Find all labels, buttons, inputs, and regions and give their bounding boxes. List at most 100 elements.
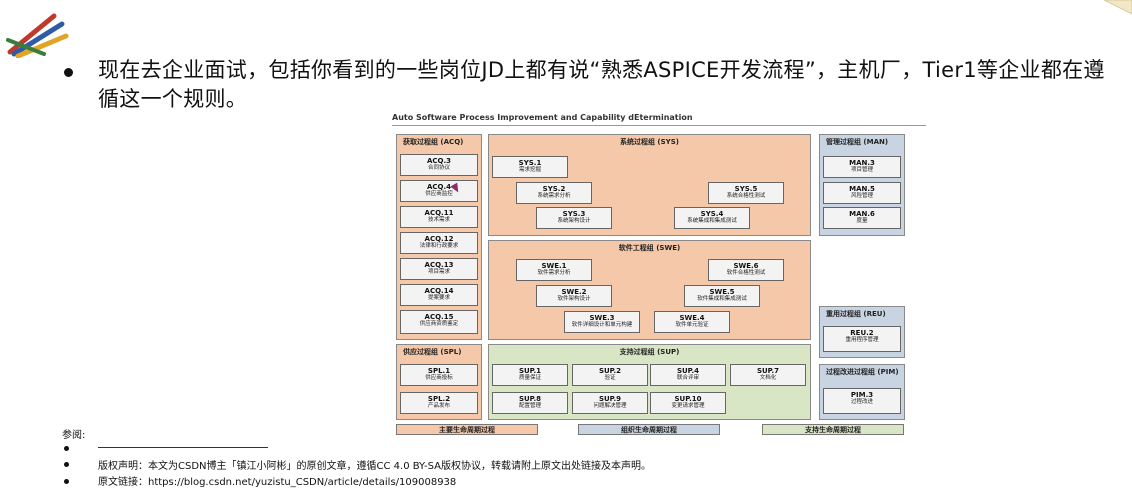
bullet: [64, 479, 69, 484]
process-name: 过程改进: [850, 399, 873, 405]
process-name: 软件架构设计: [557, 296, 591, 302]
process-name: 文档化: [759, 375, 777, 381]
supporting-lifecycle-bar: 支持生命周期过程: [762, 424, 904, 435]
process-name: 产品发布: [427, 403, 450, 409]
process-name: 系统集成和集成测试: [687, 218, 737, 224]
process-id: SPL.2: [427, 395, 451, 403]
process-name: 法律和行政要求: [419, 243, 459, 249]
process-id: ACQ.13: [424, 261, 454, 269]
process-id: ACQ.11: [424, 209, 454, 217]
process-name: 供应商监控: [425, 191, 453, 197]
process-id: SUP.7: [756, 367, 780, 375]
process-name: 问题解决管理: [593, 403, 627, 409]
process-name: 软件需求分析: [537, 270, 571, 276]
process-name: 项目需求: [427, 269, 450, 275]
process-id: ACQ.4: [426, 183, 452, 191]
process-id: SUP.8: [518, 395, 542, 403]
process-name: 需求挖掘: [518, 167, 541, 173]
process-id: SWE.6: [733, 262, 759, 270]
process-id: SUP.2: [598, 367, 622, 375]
copyright-notice: 版权声明：本文为CSDN博主「镇江小阿彬」的原创文章，遵循CC 4.0 BY-S…: [98, 461, 651, 472]
process-id: PIM.3: [850, 391, 874, 399]
page-corner-icon: [1104, 0, 1132, 14]
swe-group-title: 软件工程组 (SWE): [618, 244, 681, 252]
process-name: 联合评审: [676, 375, 699, 381]
process-id: REU.2: [850, 329, 874, 337]
process-id: SUP.4: [676, 367, 700, 375]
process-id: SWE.3: [589, 314, 615, 322]
process-name: 软件集成和集成测试: [697, 296, 747, 302]
process-id: SWE.2: [561, 288, 587, 296]
sup-group-title: 支持过程组 (SUP): [619, 348, 680, 356]
process-name: 度量: [856, 218, 868, 224]
process-name: 软件详细设计和单元构建: [571, 322, 633, 328]
process-id: SWE.1: [541, 262, 567, 270]
process-id: SYS.5: [734, 185, 758, 193]
process-id: MAN.6: [849, 210, 875, 218]
process-name: 提案要求: [427, 295, 450, 301]
process-name: 合同协议: [427, 165, 450, 171]
reu-group-title: 重用过程组 (REU): [826, 310, 886, 318]
process-name: 系统架构设计: [557, 218, 591, 224]
process-name: 系统需求分析: [537, 193, 571, 199]
process-id: SYS.2: [542, 185, 566, 193]
process-id: SUP.1: [518, 367, 542, 375]
process-name: 供应商投标: [425, 375, 453, 381]
process-name: 质量保证: [518, 375, 541, 381]
process-id: SUP.10: [674, 395, 702, 403]
bullet: [64, 446, 69, 451]
process-id: SYS.4: [700, 210, 724, 218]
spl-group-title: 供应过程组 (SPL): [403, 348, 462, 356]
bullet: [64, 68, 73, 77]
process-name: 软件合格性测试: [726, 270, 766, 276]
process-name: 系统合格性测试: [726, 193, 766, 199]
process-name: 供应商资质鉴定: [419, 321, 459, 327]
process-name: 变更请求管理: [671, 403, 705, 409]
process-name: 重用程序管理: [845, 337, 879, 343]
bullet: [64, 462, 69, 467]
process-name: 配置管理: [518, 403, 541, 409]
process-name: 风险管理: [850, 193, 873, 199]
references-label: 参阅:: [62, 430, 86, 441]
main-paragraph: 现在去企业面试，包括你看到的一些岗位JD上都有说“熟悉ASPICE开发流程”，主…: [98, 58, 1105, 111]
diagram-title: Auto Software Process Improvement and Ca…: [392, 113, 693, 122]
primary-lifecycle-bar: 主要生命周期过程: [396, 424, 538, 435]
organizational-lifecycle-bar: 组织生命周期过程: [578, 424, 720, 435]
process-name: 项目管理: [850, 167, 873, 173]
process-id: SYS.1: [518, 159, 542, 167]
source-link[interactable]: 原文链接：https://blog.csdn.net/yuzistu_CSDN/…: [98, 477, 457, 488]
process-id: SPL.1: [427, 367, 451, 375]
sys-group-title: 系统过程组 (SYS): [620, 138, 679, 146]
process-id: SWE.5: [709, 288, 735, 296]
process-id: MAN.3: [849, 159, 875, 167]
acq-group-title: 获取过程组 (ACQ): [403, 138, 464, 146]
process-name: 技术需求: [427, 217, 450, 223]
